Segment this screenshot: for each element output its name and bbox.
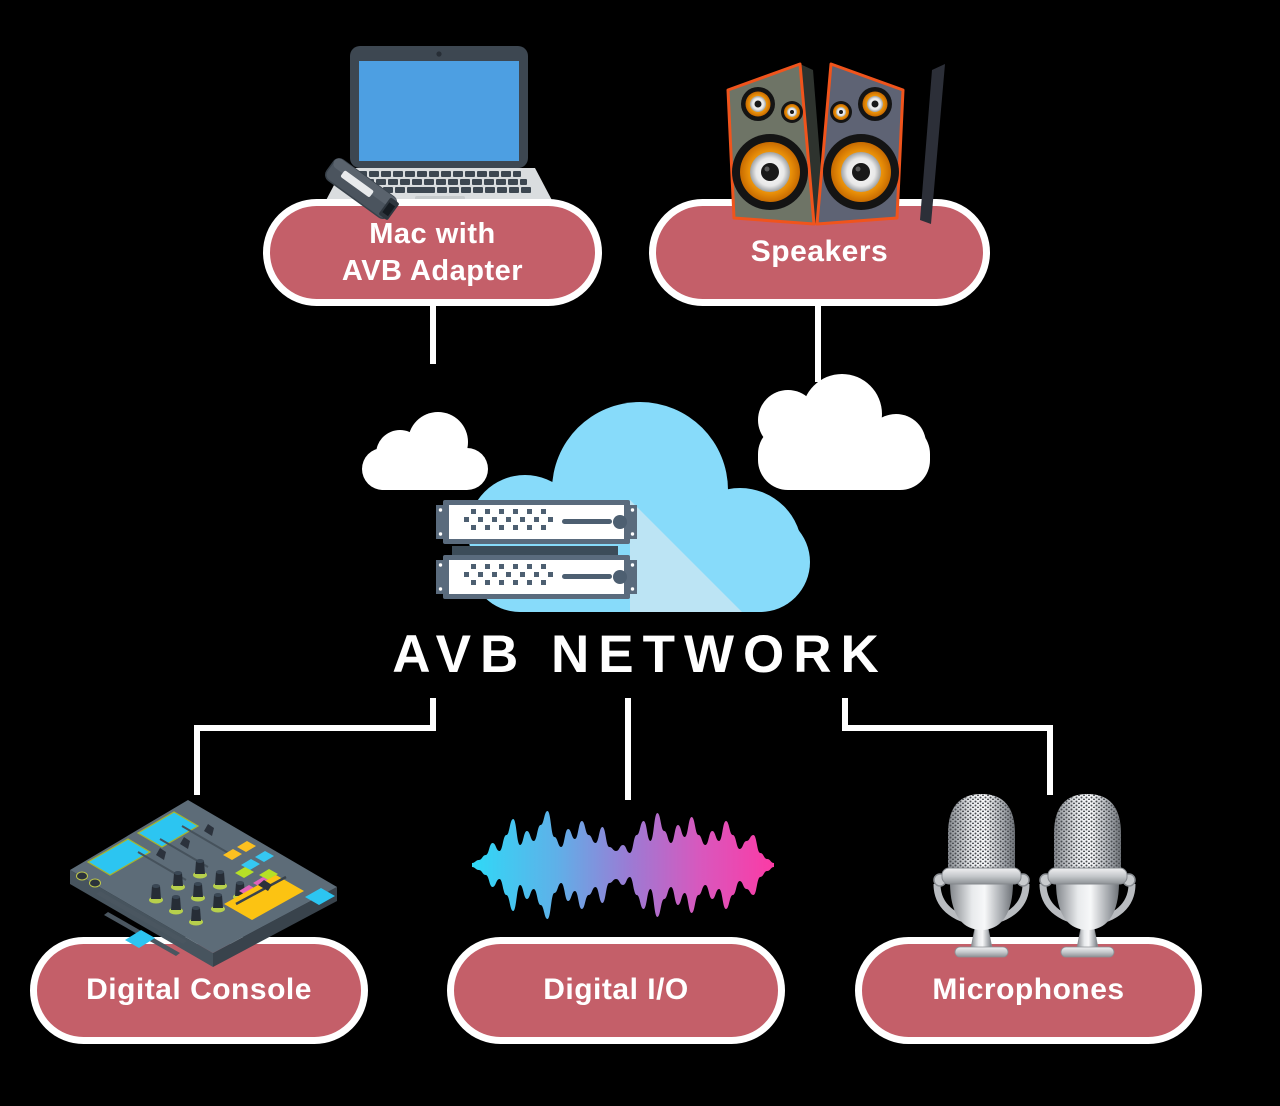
connector-left-branch-vertical bbox=[430, 698, 436, 731]
server-power-button bbox=[613, 515, 627, 529]
node-pill-microphones: Microphones bbox=[855, 937, 1202, 1044]
microphone-right bbox=[1040, 794, 1135, 957]
speaker-left bbox=[726, 62, 825, 226]
server-power-button bbox=[613, 570, 627, 584]
node-pill-speakers: Speakers bbox=[649, 199, 990, 306]
speaker-woofer bbox=[732, 134, 808, 210]
node-label: AVB Adapter bbox=[341, 254, 524, 287]
digital-console-icon bbox=[70, 800, 337, 967]
connector-mac-to-cloud bbox=[430, 304, 436, 364]
console-corner-dials bbox=[76, 871, 101, 888]
speaker-right bbox=[815, 62, 945, 226]
connector-speakers-to-cloud bbox=[815, 304, 821, 382]
console-pads bbox=[125, 888, 335, 948]
microphones-icon bbox=[922, 782, 1147, 967]
waveform-shape bbox=[472, 811, 774, 919]
node-label: Mac with bbox=[369, 218, 496, 251]
node-pill-mac: Mac with AVB Adapter bbox=[263, 199, 602, 306]
connector-left-branch-horizontal bbox=[194, 725, 436, 731]
server-long-shadow bbox=[630, 500, 746, 612]
node-pill-digital-io: Digital I/O bbox=[447, 937, 785, 1044]
avb-network-cloud-icon bbox=[362, 374, 930, 612]
white-cloud-left bbox=[362, 412, 488, 490]
server-unit bbox=[436, 500, 637, 544]
console-crossfader bbox=[224, 875, 304, 920]
speakers-icon bbox=[726, 62, 945, 226]
console-screens bbox=[86, 811, 200, 876]
connector-middle-drop bbox=[625, 698, 631, 800]
connector-right-branch-drop bbox=[1047, 725, 1053, 795]
server-rack bbox=[436, 500, 637, 599]
node-label: Digital I/O bbox=[543, 973, 689, 1007]
connector-left-branch-drop bbox=[194, 725, 200, 795]
connector-right-branch-horizontal bbox=[842, 725, 1053, 731]
console-fader-knobs bbox=[156, 824, 214, 860]
node-label: Microphones bbox=[932, 973, 1125, 1007]
avb-adapter-icon bbox=[325, 158, 399, 220]
console-body bbox=[70, 800, 337, 967]
white-cloud-right bbox=[758, 374, 930, 490]
speaker-mid-driver bbox=[858, 87, 892, 121]
node-label: Speakers bbox=[750, 235, 889, 269]
laptop-lid bbox=[350, 46, 528, 168]
speaker-woofer bbox=[823, 134, 899, 210]
speaker-tweeter bbox=[830, 101, 852, 123]
digital-io-waveform-icon bbox=[472, 811, 774, 919]
speaker-tweeter bbox=[781, 101, 803, 123]
microphone-left bbox=[934, 794, 1029, 957]
connector-right-branch-vertical bbox=[842, 698, 848, 731]
diagram-title: AVB NETWORK bbox=[392, 625, 888, 684]
node-label: Digital Console bbox=[86, 973, 312, 1007]
speaker-mid-driver bbox=[741, 87, 775, 121]
server-unit bbox=[436, 555, 637, 599]
console-knobs bbox=[149, 859, 247, 926]
